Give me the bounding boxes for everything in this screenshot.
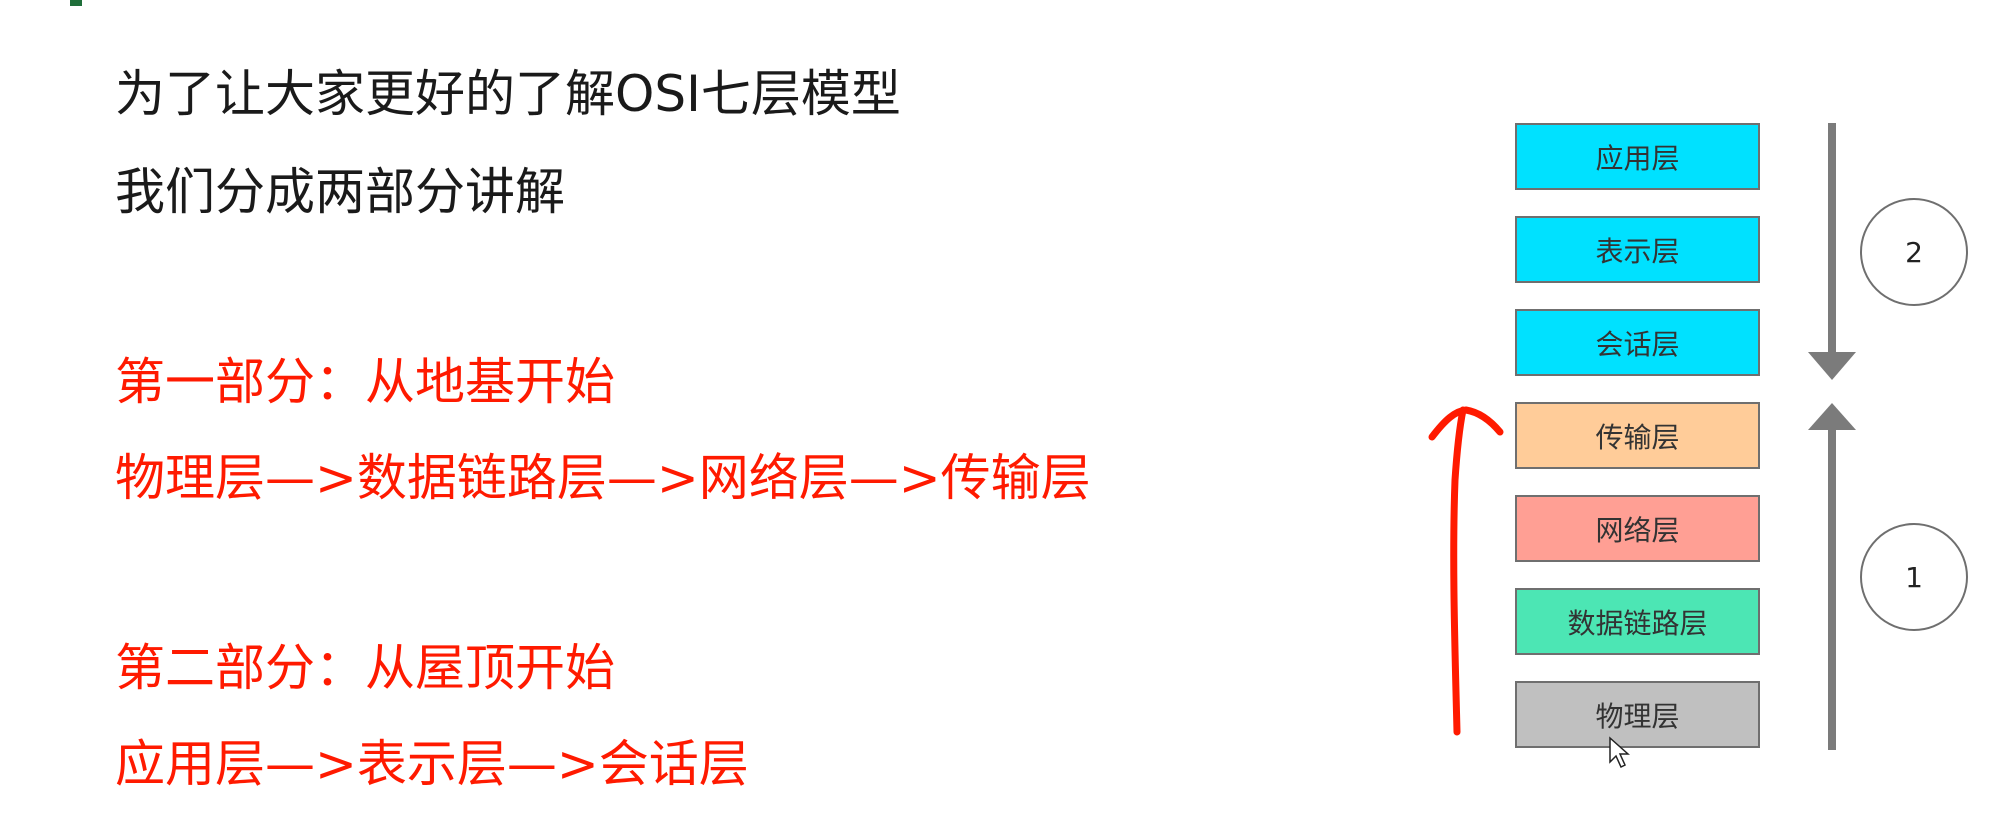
title-line-2: 我们分成两部分讲解 xyxy=(115,163,565,221)
layer-label: 表示层 xyxy=(1595,234,1680,268)
layer-data-link: 数据链路层 xyxy=(1515,588,1760,655)
part-one-circle: 1 xyxy=(1860,523,1968,631)
layer-presentation: 表示层 xyxy=(1515,216,1760,283)
circle-number: 2 xyxy=(1905,235,1923,269)
layer-session: 会话层 xyxy=(1515,309,1760,376)
red-handdrawn-arrow xyxy=(1450,406,1467,736)
part-two-circle: 2 xyxy=(1860,198,1968,306)
red-arrow-head xyxy=(1428,406,1504,441)
part-one-heading: 第一部分：从地基开始 xyxy=(115,353,615,411)
cursor-icon xyxy=(1609,736,1630,769)
corner-mark xyxy=(70,0,82,6)
circle-number: 1 xyxy=(1905,560,1923,594)
title-line-1: 为了让大家更好的了解OSI七层模型 xyxy=(115,65,901,123)
layer-label: 数据链路层 xyxy=(1567,606,1708,640)
layer-network: 网络层 xyxy=(1515,495,1760,562)
part-one-sequence: 物理层—>数据链路层—>网络层—>传输层 xyxy=(115,449,1091,507)
gray-down-arrow-head xyxy=(1808,352,1856,380)
layer-physical: 物理层 xyxy=(1515,681,1760,748)
layer-label: 应用层 xyxy=(1595,141,1680,175)
gray-up-arrow-head xyxy=(1808,403,1856,430)
layer-label: 物理层 xyxy=(1595,699,1680,733)
layer-label: 传输层 xyxy=(1595,420,1680,454)
layer-label: 网络层 xyxy=(1595,513,1680,547)
part-two-sequence: 应用层—>表示层—>会话层 xyxy=(115,735,749,793)
part-two-heading: 第二部分：从屋顶开始 xyxy=(115,639,615,697)
layer-label: 会话层 xyxy=(1595,327,1680,361)
layer-transport: 传输层 xyxy=(1515,402,1760,469)
layer-application: 应用层 xyxy=(1515,123,1760,190)
